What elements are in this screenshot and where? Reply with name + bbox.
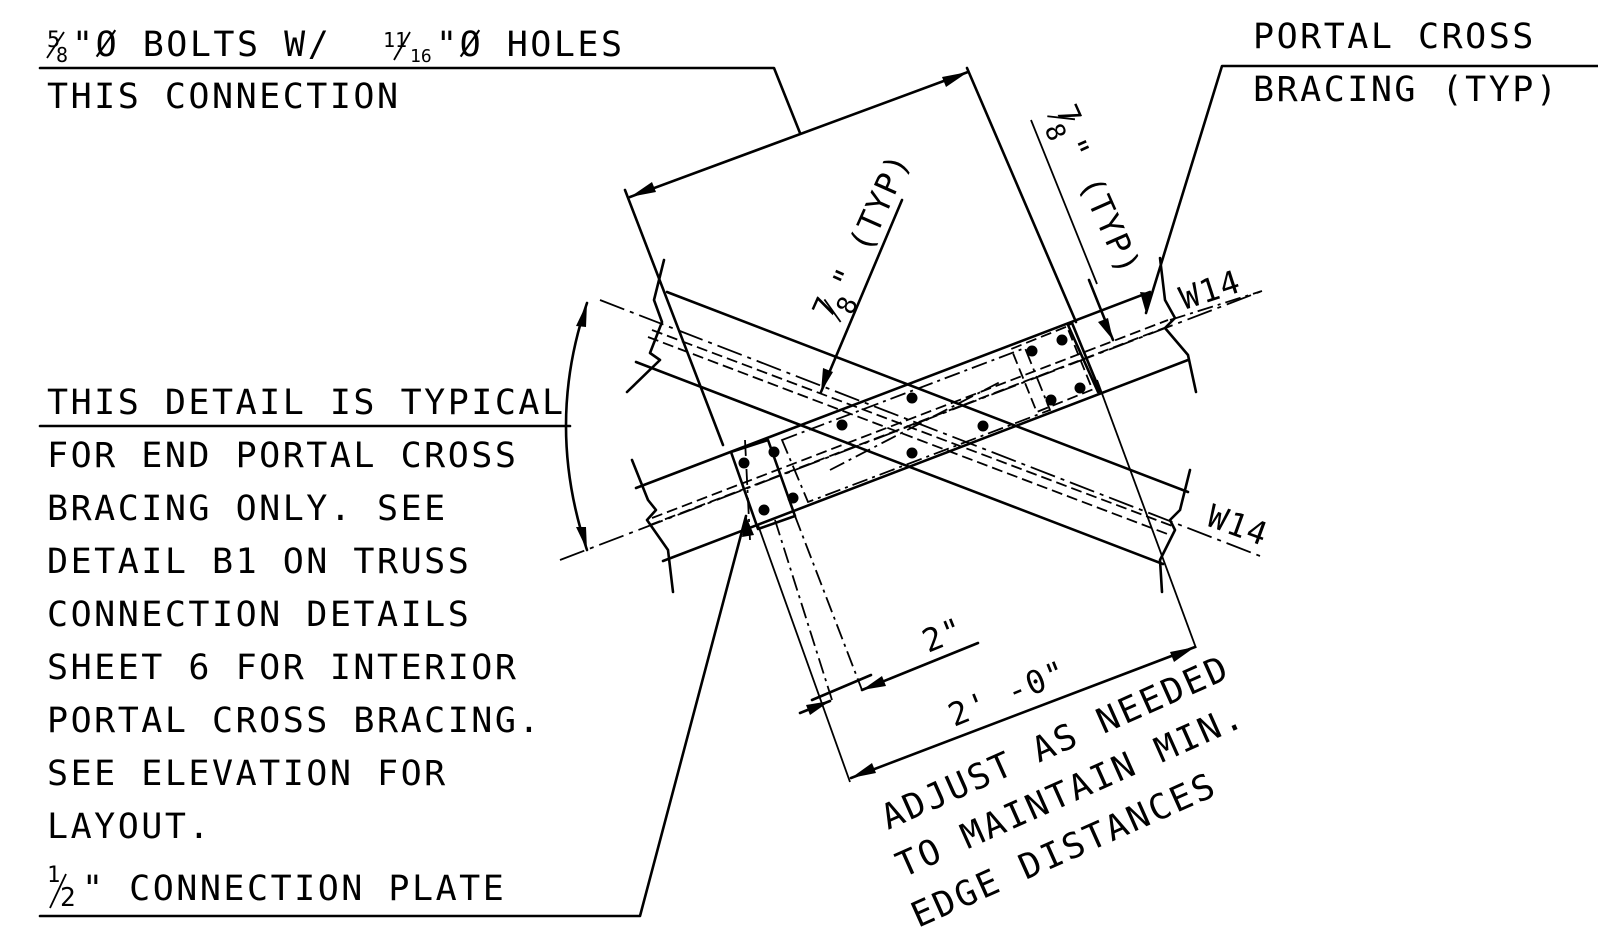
- typical-note-line-4: DETAIL B1 ON TRUSS: [47, 542, 471, 582]
- bolt: [738, 457, 750, 469]
- bolt: [768, 446, 780, 458]
- w14-upper-label: W14: [1175, 262, 1246, 317]
- bolt-note-line1-tail: "Ø HOLES: [436, 25, 625, 65]
- typ-dimension-right: 7 8 " (TYP): [1038, 99, 1149, 342]
- bolt-note: 5 8 "Ø BOLTS W/ 11 16 "Ø HOLES THIS CONN…: [46, 25, 625, 117]
- bolt-note-line1: "Ø BOLTS W/: [72, 25, 331, 65]
- typical-note-line-9: LAYOUT.: [47, 807, 212, 847]
- adjust-note: ADJUST AS NEEDED TO MAINTAIN MIN. EDGE D…: [875, 648, 1251, 936]
- top-dimension: [628, 70, 970, 199]
- bolt-fraction-denominator: 8: [56, 43, 68, 67]
- angle-dimension: [564, 301, 589, 552]
- bolt: [1074, 382, 1086, 394]
- center-gusset-outline: [780, 346, 1052, 504]
- connection-plate-note: 1 2 " CONNECTION PLATE: [47, 863, 506, 913]
- plate-fraction-denominator: 2: [60, 883, 76, 913]
- typical-detail-note: THIS DETAIL IS TYPICAL FOR END PORTAL CR…: [47, 383, 566, 847]
- extension-lines: [623, 66, 1197, 783]
- typical-note-line-6: SHEET 6 FOR INTERIOR: [47, 648, 518, 688]
- typical-note-line-8: SEE ELEVATION FOR: [47, 754, 448, 794]
- connection-plate-upper-right: [1010, 321, 1102, 414]
- typical-note-line-5: CONNECTION DETAILS: [47, 595, 471, 635]
- bolt-fraction-numerator: 5: [47, 28, 60, 53]
- bolt: [906, 392, 918, 404]
- w14-lower-label: W14: [1202, 497, 1274, 554]
- bolt: [836, 419, 848, 431]
- bolt: [758, 504, 770, 516]
- typical-note-line-2: FOR END PORTAL CROSS: [47, 436, 518, 476]
- typical-note-line-1: THIS DETAIL IS TYPICAL: [47, 383, 566, 423]
- bolt: [1056, 334, 1068, 346]
- typical-note-line-3: BRACING ONLY. SEE: [47, 489, 448, 529]
- portal-bracing-note: PORTAL CROSS BRACING (TYP): [1253, 17, 1559, 110]
- bolt: [1045, 394, 1057, 406]
- typical-note-line-7: PORTAL CROSS BRACING.: [47, 701, 542, 741]
- hole-fraction-denominator: 16: [410, 46, 432, 67]
- bolt: [977, 420, 989, 432]
- typ-right-text: " (TYP): [1055, 132, 1149, 280]
- typ-dimension-left: 7 8 " (TYP): [806, 147, 918, 394]
- plate-fraction-numerator: 1: [47, 863, 60, 888]
- leader-lines: [38, 64, 1598, 918]
- bolt-note-line2: THIS CONNECTION: [47, 77, 401, 117]
- bolt: [906, 447, 918, 459]
- portal-note-line1: PORTAL CROSS: [1253, 17, 1536, 57]
- two-inch-label: 2": [917, 610, 970, 661]
- bolts: [738, 334, 1086, 516]
- hole-fraction-numerator: 11: [383, 28, 407, 52]
- plate-note-text: " CONNECTION PLATE: [82, 869, 506, 909]
- bolt: [787, 492, 799, 504]
- bracing-member-ascending: [559, 256, 1263, 594]
- bracing-member-descending: [599, 258, 1261, 594]
- member-labels: W14 W14: [1169, 262, 1274, 554]
- portal-note-line2: BRACING (TYP): [1253, 70, 1559, 110]
